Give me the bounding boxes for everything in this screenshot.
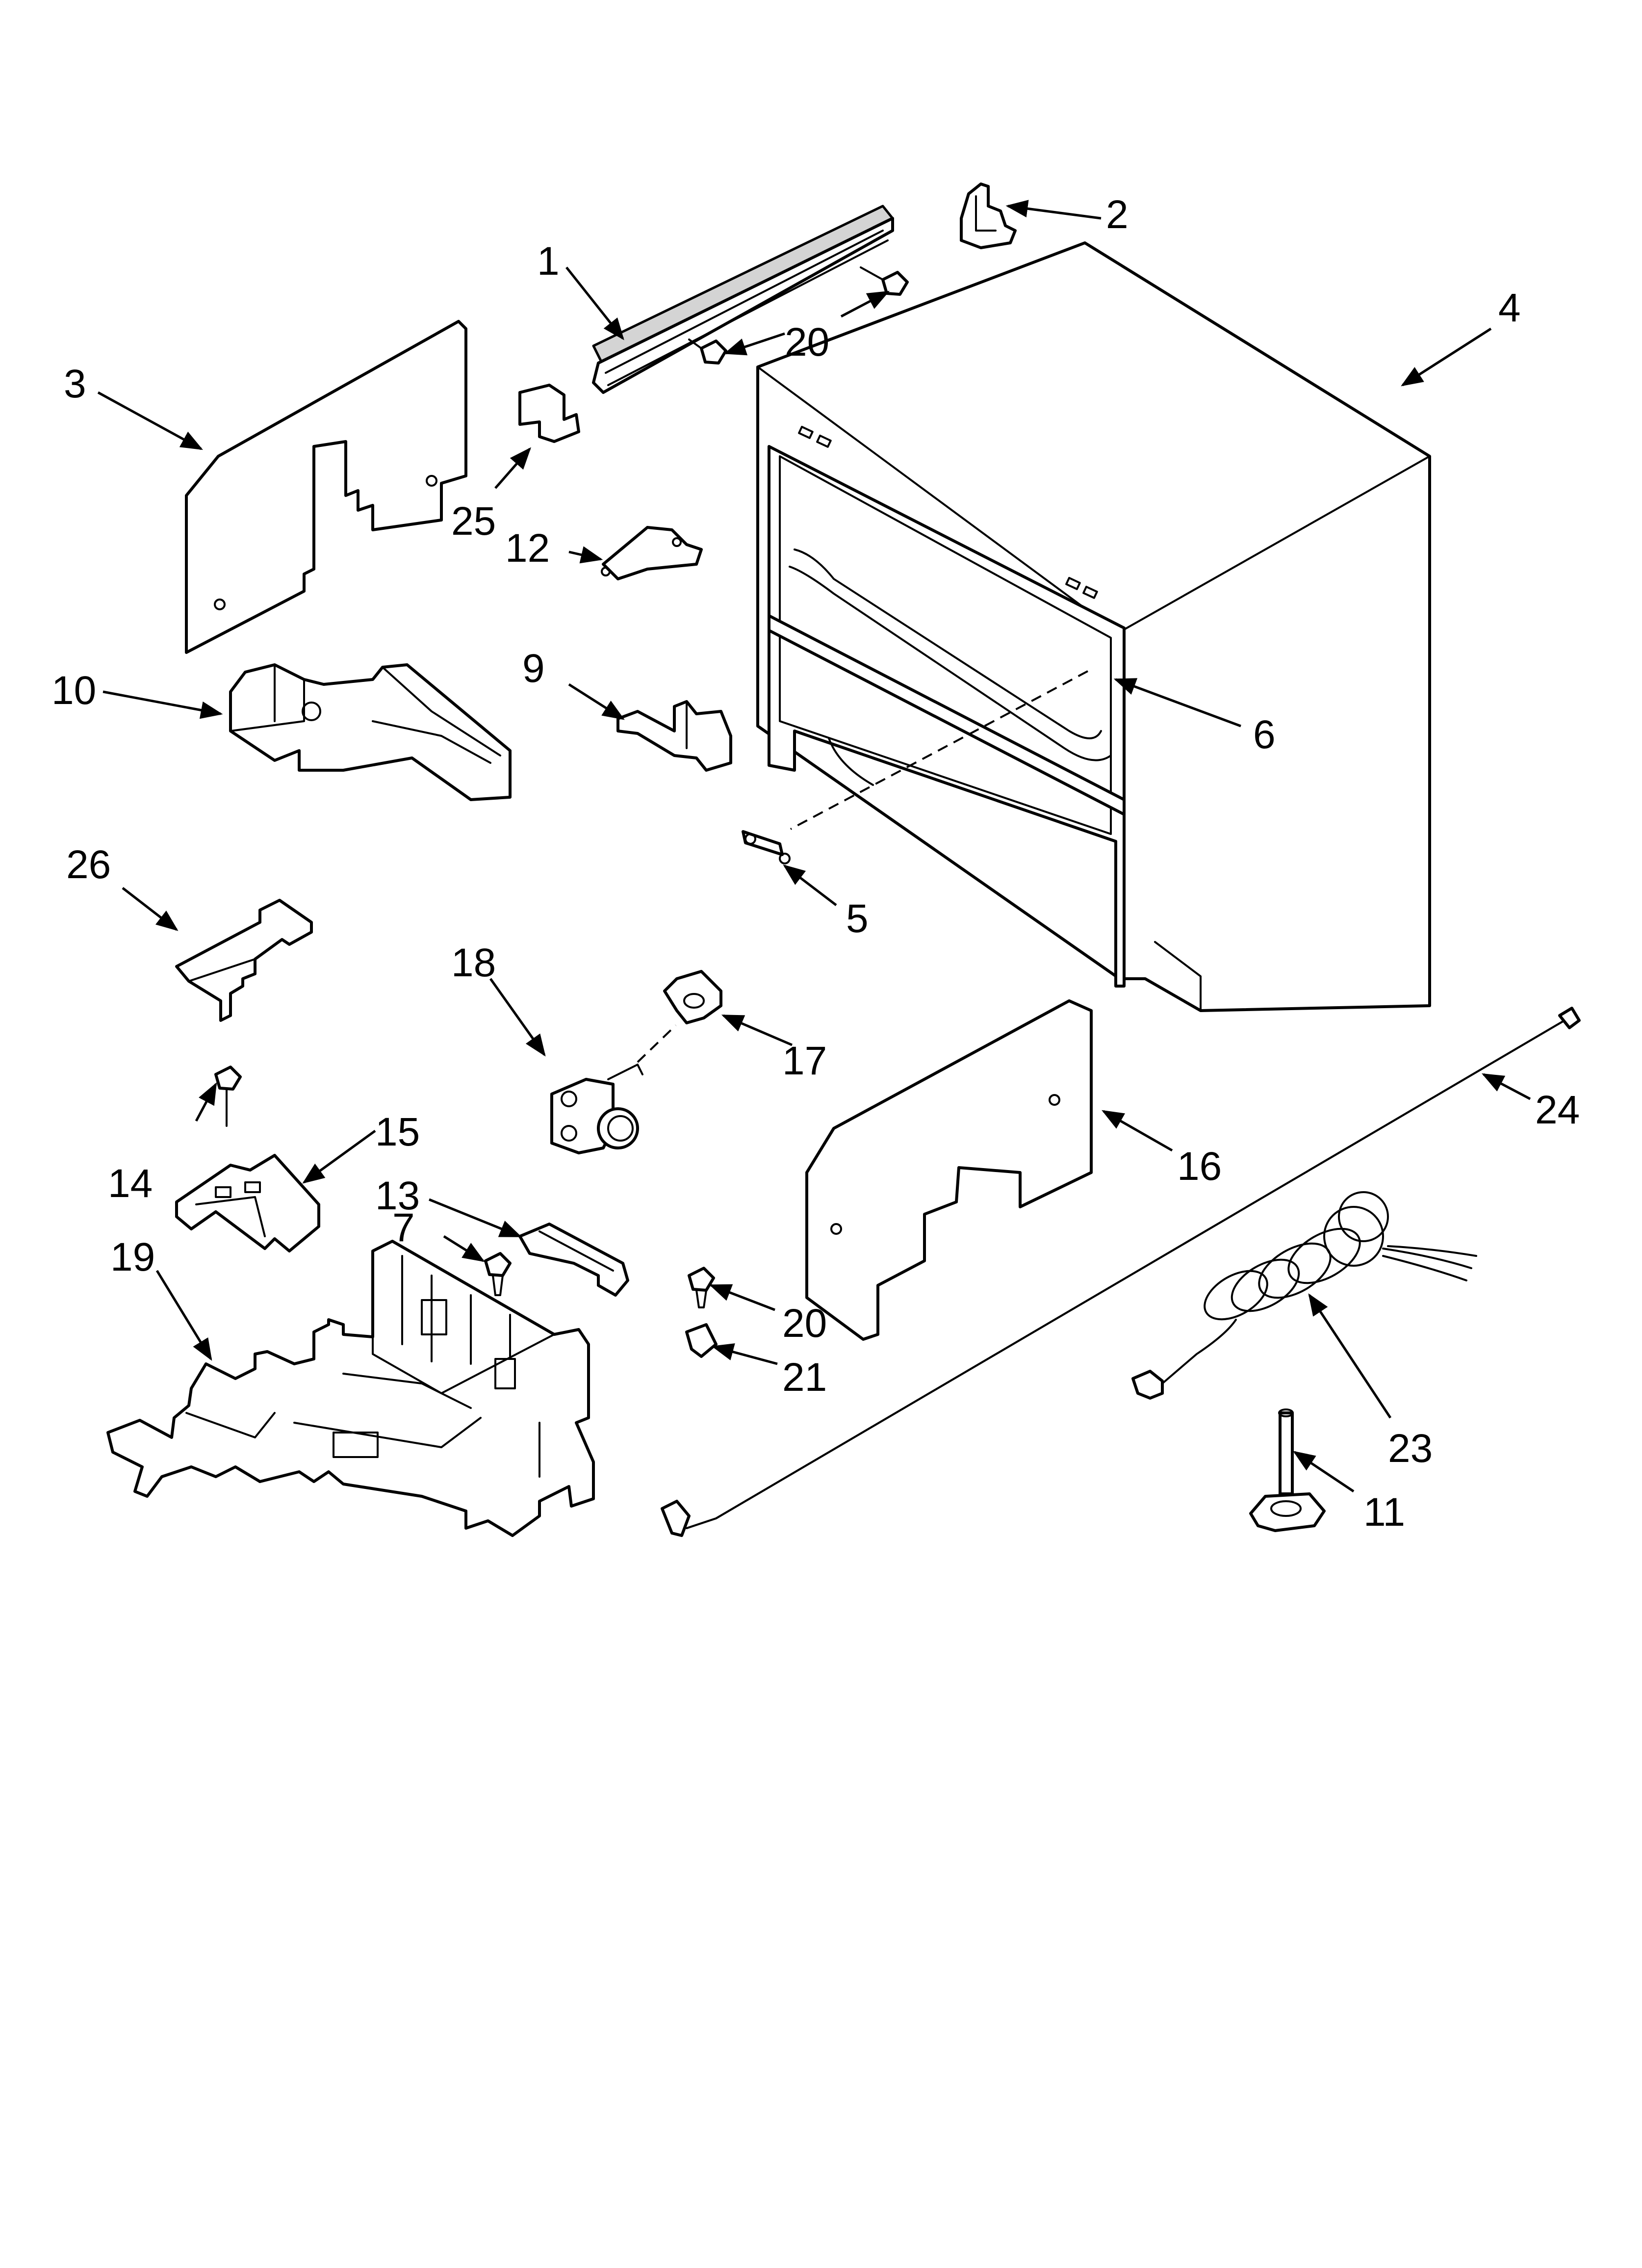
callout-9: 9	[522, 646, 545, 691]
callout-5: 5	[846, 896, 869, 941]
callout-26: 26	[66, 842, 111, 887]
screw-top-right	[860, 266, 909, 296]
clip-25	[518, 384, 580, 443]
callout-4: 4	[1498, 286, 1521, 330]
screw-top-left	[688, 339, 727, 365]
callout-1: 1	[537, 239, 560, 284]
callout-24: 24	[1535, 1088, 1580, 1132]
callout-18: 18	[451, 940, 496, 985]
screw-14	[214, 1066, 242, 1127]
callout-15: 15	[375, 1110, 420, 1154]
leader-lines	[97, 200, 1531, 1493]
callout-25: 25	[451, 499, 496, 544]
cap-17	[663, 970, 722, 1024]
callout-19: 19	[110, 1235, 155, 1279]
callout-2: 2	[1106, 192, 1129, 237]
circuit-board-15	[175, 1154, 320, 1252]
right-insulation-panel	[805, 999, 1093, 1341]
left-insulation-panel	[185, 320, 467, 654]
base-19	[106, 1240, 595, 1537]
callout-7: 7	[392, 1205, 415, 1250]
callout-21: 21	[782, 1355, 827, 1400]
callout-11: 11	[1363, 1490, 1405, 1535]
bracket-13	[518, 1223, 629, 1297]
callout-23: 23	[1388, 1426, 1433, 1471]
callout-10: 10	[51, 668, 96, 713]
bracket-9	[616, 700, 732, 772]
callout-13: 13	[375, 1173, 420, 1218]
cabinet-box	[756, 241, 1431, 1012]
bracket-12	[601, 526, 703, 580]
power-cord-23	[1131, 1191, 1477, 1400]
water-valve-18	[550, 1024, 677, 1154]
drawer-rail	[592, 205, 894, 394]
callout-12: 12	[505, 526, 550, 571]
screw-middle-20	[688, 1267, 715, 1308]
bracket-26	[175, 899, 313, 1022]
callout-20-middle: 20	[782, 1301, 827, 1346]
callout-labels: 1 2 3 4 5 6 7 9 10 11 12 13 14 15 16 17 …	[51, 192, 1580, 1535]
axle-pin	[742, 830, 791, 864]
hinge-bracket	[960, 182, 1017, 249]
callout-3: 3	[64, 362, 86, 406]
water-tube-24	[661, 1007, 1581, 1537]
control-housing-10	[229, 663, 512, 801]
callout-20-top: 20	[785, 320, 829, 365]
callout-17: 17	[782, 1039, 827, 1083]
screw-7	[484, 1252, 512, 1296]
callout-14: 14	[108, 1161, 153, 1206]
callout-6: 6	[1253, 712, 1276, 757]
callout-16: 16	[1177, 1144, 1222, 1189]
clip-21	[685, 1323, 718, 1358]
leveling-leg-11	[1249, 1408, 1326, 1532]
